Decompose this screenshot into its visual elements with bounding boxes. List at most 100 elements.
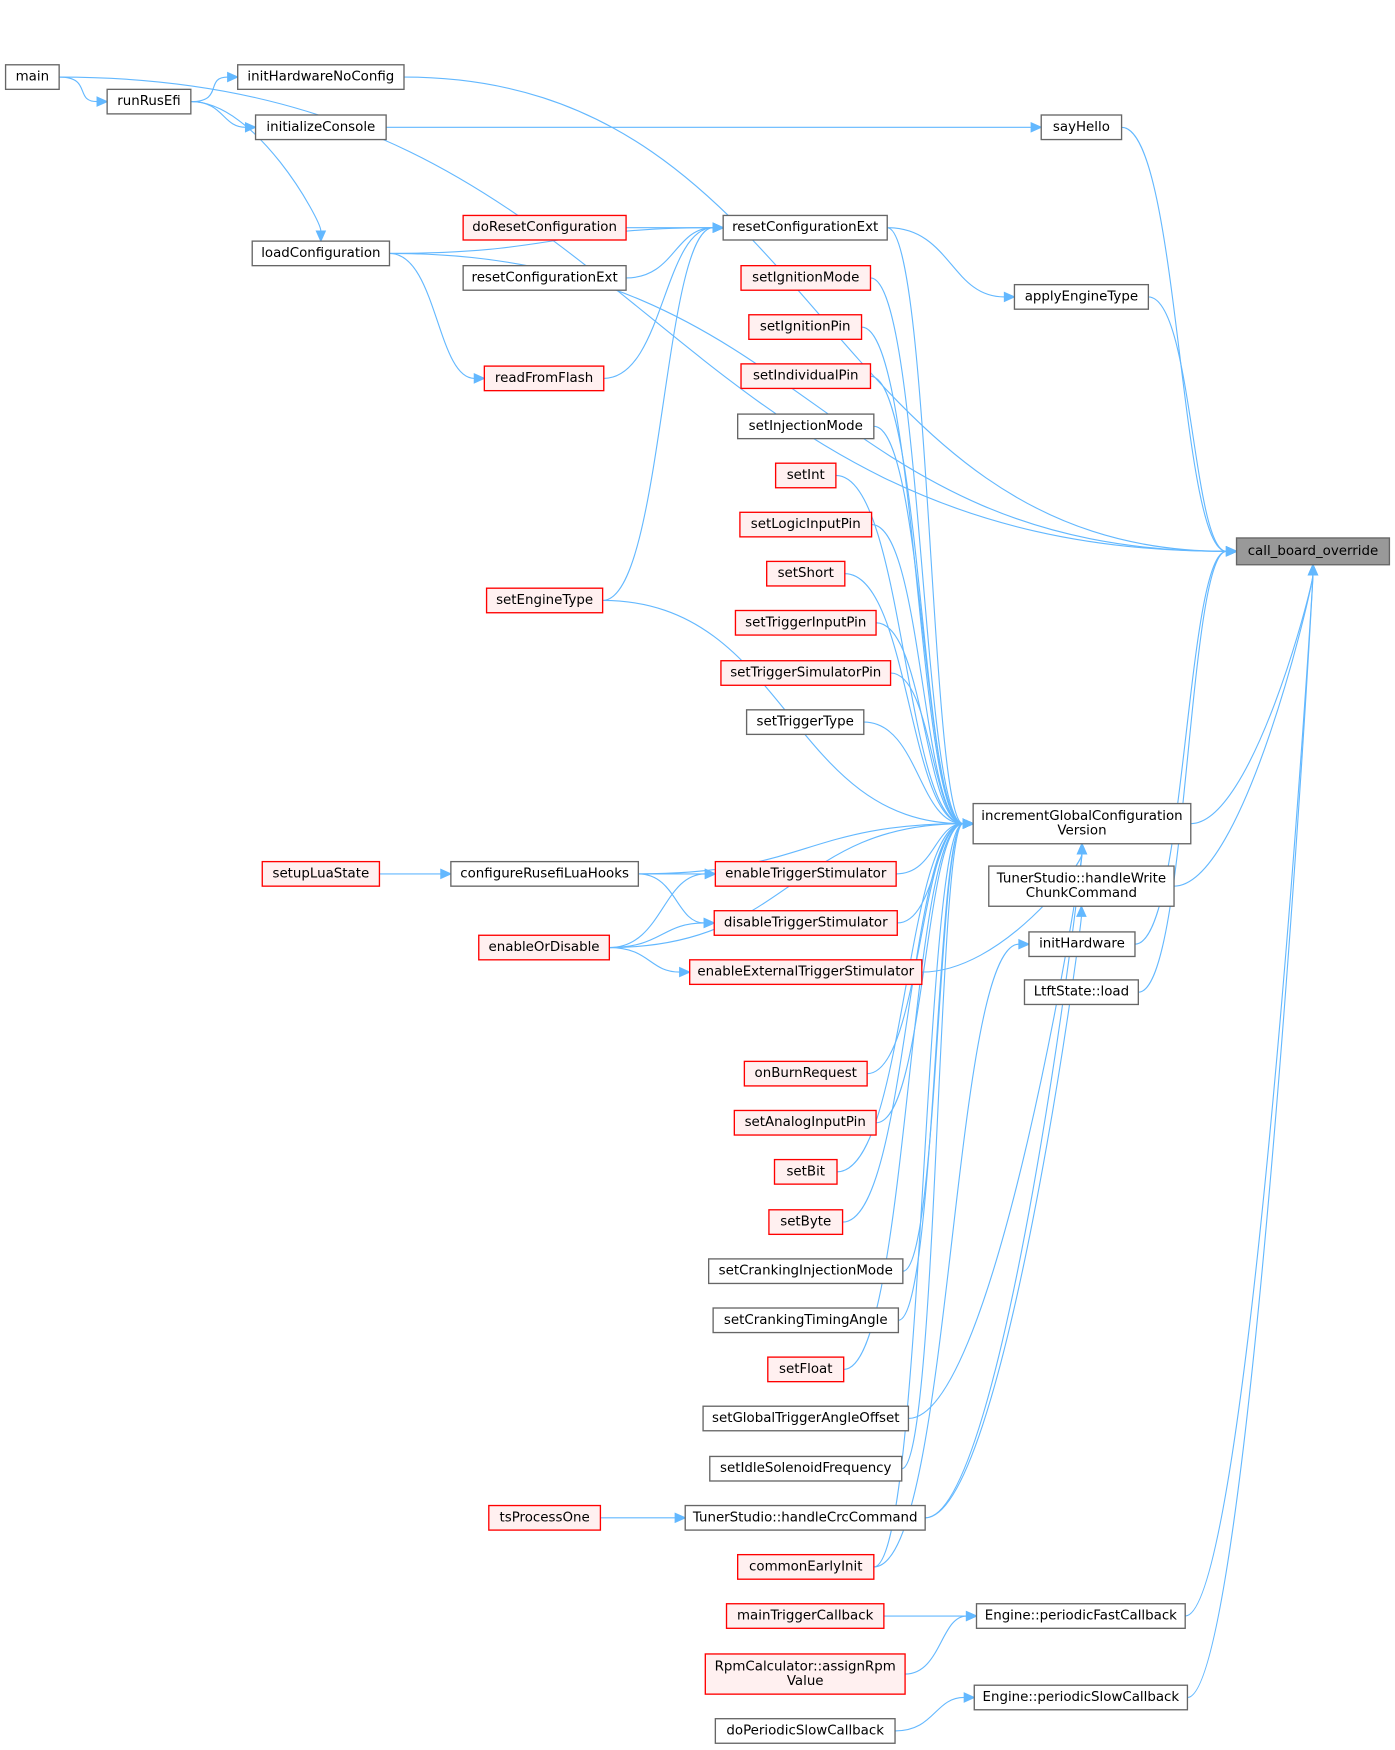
node-do-reset-configuration[interactable]: doResetConfiguration (462, 214, 627, 241)
node-reset-configuration-ext[interactable]: resetConfigurationExt (722, 214, 888, 241)
node-box (748, 314, 863, 340)
node-box (720, 660, 892, 686)
node-ltft-state-load[interactable]: LtftState::load (1023, 979, 1139, 1006)
edge-on-burn-request-to-increment-global-configuration-version (867, 823, 964, 1075)
node-main-trigger-callback[interactable]: mainTriggerCallback (725, 1603, 885, 1629)
arrowhead-icon (440, 868, 453, 880)
node-set-float[interactable]: setFloat (767, 1356, 845, 1383)
node-label: incrementGlobalConfiguration (981, 809, 1182, 824)
edge-set-trigger-simulator-pin-to-increment-global-configuration-version (890, 672, 964, 825)
node-label: disableTriggerStimulator (724, 915, 888, 930)
node-set-analog-input-pin[interactable]: setAnalogInputPin (733, 1109, 877, 1136)
node-set-trigger-simulator-pin[interactable]: setTriggerSimulatorPin (720, 660, 892, 686)
node-set-trigger-input-pin[interactable]: setTriggerInputPin (734, 609, 877, 636)
node-load-configuration[interactable]: loadConfiguration (251, 240, 391, 267)
edge-set-bit-to-increment-global-configuration-version (836, 823, 964, 1173)
node-label: TunerStudio::handleWrite (996, 871, 1166, 886)
node-set-byte[interactable]: setByte (768, 1209, 844, 1236)
node-set-engine-type[interactable]: setEngineType (485, 587, 604, 614)
node-do-periodic-slow-callback[interactable]: doPeriodicSlowCallback (714, 1718, 896, 1744)
node-setup-lua-state[interactable]: setupLuaState (261, 860, 381, 887)
node-call-board-override[interactable]: call_board_override (1235, 537, 1391, 566)
node-set-cranking-injection-mode[interactable]: setCrankingInjectionMode (707, 1258, 904, 1285)
node-set-idle-solenoid-frequency[interactable]: setIdleSolenoidFrequency (709, 1455, 903, 1482)
arrowhead-icon (96, 96, 109, 107)
arrowhead-icon (227, 71, 240, 83)
node-box (975, 1603, 1186, 1629)
node-set-ignition-pin[interactable]: setIgnitionPin (748, 314, 863, 340)
node-configure-rusefi-lua-hooks[interactable]: configureRusefiLuaHooks (450, 860, 640, 887)
node-apply-engine-type[interactable]: applyEngineType (1013, 283, 1150, 310)
node-ts-process-one[interactable]: tsProcessOne (488, 1504, 602, 1531)
node-box (737, 1553, 875, 1580)
node-reset-configuration-ext-l[interactable]: resetConfigurationExt (462, 264, 627, 291)
node-label: ChunkCommand (1026, 886, 1137, 901)
node-periodic-fast-callback[interactable]: Engine::periodicFastCallback (975, 1603, 1186, 1629)
node-set-logic-input-pin[interactable]: setLogicInputPin (739, 511, 873, 538)
node-set-ignition-mode[interactable]: setIgnitionMode (740, 264, 872, 291)
nodes-layer: main runRusEfi initHardwareNoConfig initial… (4, 64, 1391, 1744)
arrowhead-icon (679, 966, 692, 978)
node-set-cranking-timing-angle[interactable]: setCrankingTimingAngle (712, 1307, 900, 1334)
node-label: main (16, 70, 49, 85)
node-init-hardware-no-config[interactable]: initHardwareNoConfig (237, 64, 405, 91)
node-box (684, 1504, 926, 1531)
node-label: tsProcessOne (500, 1510, 590, 1525)
node-box (712, 1307, 900, 1334)
edge-init-hardware-to-call-board-override (1134, 550, 1227, 945)
edge-main-to-call-board-override (59, 76, 1227, 552)
node-main[interactable]: main (4, 64, 60, 91)
node-box (713, 910, 898, 936)
node-box (740, 264, 872, 291)
edge-reset-configuration-ext-to-increment-global-configuration-version (887, 227, 964, 825)
node-initialize-console[interactable]: initializeConsole (254, 114, 387, 141)
node-box (773, 1158, 838, 1185)
node-init-hardware[interactable]: initHardware (1028, 931, 1136, 958)
node-box (972, 802, 1192, 845)
node-enable-trigger-stimulator[interactable]: enableTriggerStimulator (714, 860, 897, 887)
node-label: Engine::periodicSlowCallback (983, 1690, 1180, 1705)
node-disable-trigger-stimulator[interactable]: disableTriggerStimulator (713, 910, 898, 936)
arrowhead-icon (1018, 938, 1031, 950)
node-periodic-slow-callback[interactable]: Engine::periodicSlowCallback (973, 1684, 1189, 1711)
arrowhead-icon (1030, 121, 1043, 133)
node-label: setIgnitionPin (760, 320, 851, 335)
node-set-injection-mode[interactable]: setInjectionMode (737, 413, 875, 440)
node-box (488, 1504, 602, 1531)
arrowhead-icon (1003, 291, 1016, 303)
node-handle-crc-command[interactable]: TunerStudio::handleCrcCommand (684, 1504, 926, 1531)
node-box (973, 1684, 1189, 1711)
node-enable-external-trigger-stimulator[interactable]: enableExternalTriggerStimulator (689, 959, 923, 986)
node-set-trigger-type[interactable]: setTriggerType (745, 709, 865, 736)
node-read-from-flash[interactable]: readFromFlash (483, 365, 605, 392)
edge-common-early-init-to-init-hardware (873, 943, 1019, 1568)
edge-assign-rpm-value-to-periodic-fast-callback (905, 1615, 967, 1675)
node-say-hello[interactable]: sayHello (1040, 114, 1123, 141)
edge-periodic-fast-callback-to-call-board-override (1185, 574, 1314, 1617)
node-on-burn-request[interactable]: onBurnRequest (743, 1060, 868, 1087)
edge-say-hello-to-call-board-override (1121, 126, 1227, 552)
node-enable-or-disable[interactable]: enableOrDisable (478, 934, 611, 961)
node-set-int[interactable]: setInt (774, 462, 837, 489)
node-set-bit[interactable]: setBit (773, 1158, 838, 1185)
edge-set-injection-mode-to-increment-global-configuration-version (873, 425, 964, 825)
node-label: setIdleSolenoidFrequency (720, 1461, 891, 1476)
node-box (462, 214, 627, 241)
node-box (1023, 979, 1139, 1006)
node-label: setAnalogInputPin (745, 1115, 866, 1130)
edge-set-ignition-pin-to-increment-global-configuration-version (861, 326, 964, 825)
node-set-global-trigger-angle-offset[interactable]: setGlobalTriggerAngleOffset (702, 1405, 910, 1432)
node-set-individual-pin[interactable]: setIndividualPin (740, 363, 872, 390)
node-common-early-init[interactable]: commonEarlyInit (737, 1553, 875, 1580)
node-label: loadConfiguration (261, 246, 380, 261)
node-label: runRusEfi (117, 94, 180, 109)
node-box (740, 363, 872, 390)
node-box (714, 860, 897, 887)
node-run-rus-efi[interactable]: runRusEfi (106, 88, 192, 115)
node-box (743, 1060, 868, 1087)
node-set-short[interactable]: setShort (766, 560, 846, 587)
